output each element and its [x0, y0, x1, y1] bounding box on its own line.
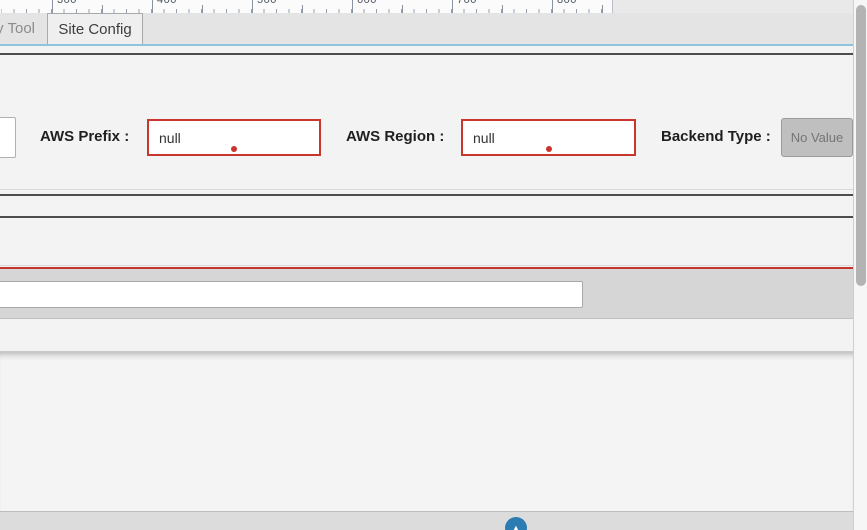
ruler-label: 400	[157, 0, 177, 6]
ruler-label: 700	[457, 0, 477, 6]
validation-dot-icon	[231, 146, 237, 152]
ruler-label: 500	[257, 0, 277, 6]
left-cutoff-input[interactable]	[0, 117, 16, 158]
backend-type-value-text: No Value	[790, 130, 844, 145]
ruler-label: 800	[557, 0, 577, 6]
tab-bar: y Tool Site Config	[0, 13, 853, 44]
backend-type-label: Backend Type :	[661, 128, 771, 145]
aws-prefix-field-wrap	[147, 119, 321, 156]
backend-type-value[interactable]: No Value	[781, 118, 853, 157]
wide-text-input[interactable]	[0, 281, 583, 308]
ruler-label: 300	[57, 0, 77, 6]
content-panel	[0, 351, 853, 511]
tab-tool-label: y Tool	[0, 20, 35, 37]
ruler-major-tick	[152, 0, 153, 13]
tab-site-config-label: Site Config	[58, 20, 132, 38]
ruler-major-tick	[352, 0, 353, 13]
horizontal-ruler: 300 400 500 600 700 800	[0, 0, 613, 13]
divider-light	[0, 265, 853, 266]
aws-region-input[interactable]	[461, 119, 636, 156]
scrollbar-thumb[interactable]	[856, 5, 866, 286]
tab-site-config[interactable]: Site Config	[47, 13, 143, 44]
validation-dot-icon	[545, 146, 552, 152]
vertical-scrollbar[interactable]	[853, 0, 867, 530]
tab-tool[interactable]: y Tool	[0, 13, 45, 44]
aws-prefix-input[interactable]	[147, 119, 321, 156]
ruler-major-tick	[452, 0, 453, 13]
ruler-major-tick	[52, 0, 53, 13]
divider-light	[0, 189, 853, 190]
section-divider	[0, 216, 853, 218]
ruler-major-tick	[552, 0, 553, 13]
section-divider	[0, 53, 853, 55]
tab-accent-rule	[0, 44, 853, 46]
scroll-top-button[interactable]: ▲	[505, 517, 527, 530]
section-divider	[0, 194, 853, 196]
aws-region-field-wrap	[461, 119, 636, 156]
ruler-label: 600	[357, 0, 377, 6]
up-arrow-icon: ▲	[511, 523, 521, 530]
aws-region-label: AWS Region :	[346, 128, 445, 145]
bottom-bar	[0, 511, 853, 530]
aws-prefix-label: AWS Prefix :	[40, 128, 130, 145]
error-rule	[0, 267, 853, 269]
ruler-major-tick	[252, 0, 253, 13]
